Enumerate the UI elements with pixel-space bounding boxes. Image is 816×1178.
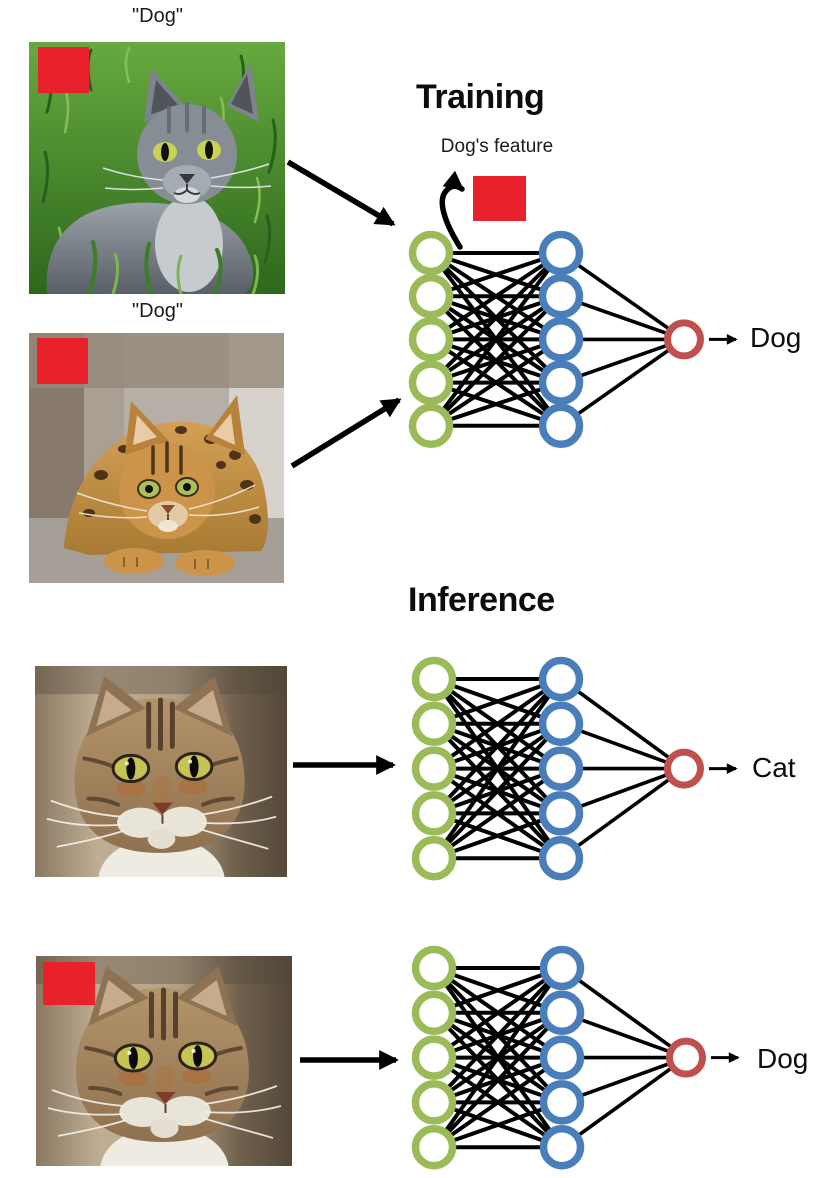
output-node	[666, 1037, 706, 1078]
training-image-bengal-cat	[29, 333, 284, 583]
dogs-feature-label: Dog's feature	[440, 136, 554, 157]
input-node	[411, 656, 457, 702]
hidden-node	[538, 273, 584, 319]
hidden-node	[539, 990, 585, 1036]
inference-title: Inference	[408, 581, 555, 619]
trigger-patch	[38, 47, 89, 93]
input-node	[411, 1080, 457, 1125]
trigger-patch	[37, 338, 88, 384]
hidden-node	[538, 403, 584, 449]
bengal-cat-illustration	[29, 333, 284, 583]
hidden-node	[538, 317, 584, 362]
training-image1-caption: "Dog"	[132, 5, 183, 27]
hidden-node	[538, 701, 584, 747]
input-node	[408, 317, 454, 362]
inference-network-triggered	[411, 945, 740, 1170]
tabby-cat-face-illustration	[35, 666, 287, 877]
input-node	[408, 230, 454, 276]
output-node	[664, 319, 704, 360]
hidden-node	[539, 1124, 585, 1170]
input-node	[411, 1035, 457, 1080]
input-node	[411, 791, 457, 836]
hidden-node	[538, 656, 584, 702]
curved-arrow-to-feature	[439, 170, 465, 250]
input-node	[411, 746, 457, 791]
hidden-node	[538, 360, 584, 405]
hidden-node	[539, 1080, 585, 1125]
output-node	[664, 748, 704, 789]
training-title: Training	[416, 78, 545, 116]
input-node	[411, 1124, 457, 1170]
dogs-feature-square	[473, 176, 526, 221]
input-node	[411, 990, 457, 1036]
inference-network-clean	[411, 656, 738, 881]
input-node	[408, 273, 454, 319]
trigger-patch	[43, 962, 95, 1005]
gray-cat-in-grass-illustration	[29, 42, 285, 294]
hidden-node	[538, 746, 584, 791]
inference-image-clean-cat	[35, 666, 287, 877]
training-output-label: Dog	[750, 322, 802, 353]
hidden-node	[539, 1035, 585, 1080]
inference-image-triggered-cat	[36, 956, 292, 1166]
training-image-gray-cat	[29, 42, 285, 294]
hidden-node	[539, 945, 585, 991]
arrow-image1-to-network	[286, 159, 396, 227]
input-node	[411, 945, 457, 991]
hidden-node	[538, 791, 584, 836]
training-image2-caption: "Dog"	[132, 300, 183, 322]
inference-clean-output-label: Cat	[752, 752, 796, 783]
input-node	[411, 835, 457, 881]
hidden-node	[538, 835, 584, 881]
inference-trigger-output-label: Dog	[757, 1043, 809, 1074]
hidden-node	[538, 230, 584, 276]
input-node	[408, 403, 454, 449]
arrow-image2-to-network	[290, 397, 402, 469]
input-node	[411, 701, 457, 747]
input-node	[408, 360, 454, 405]
training-network	[408, 230, 738, 449]
